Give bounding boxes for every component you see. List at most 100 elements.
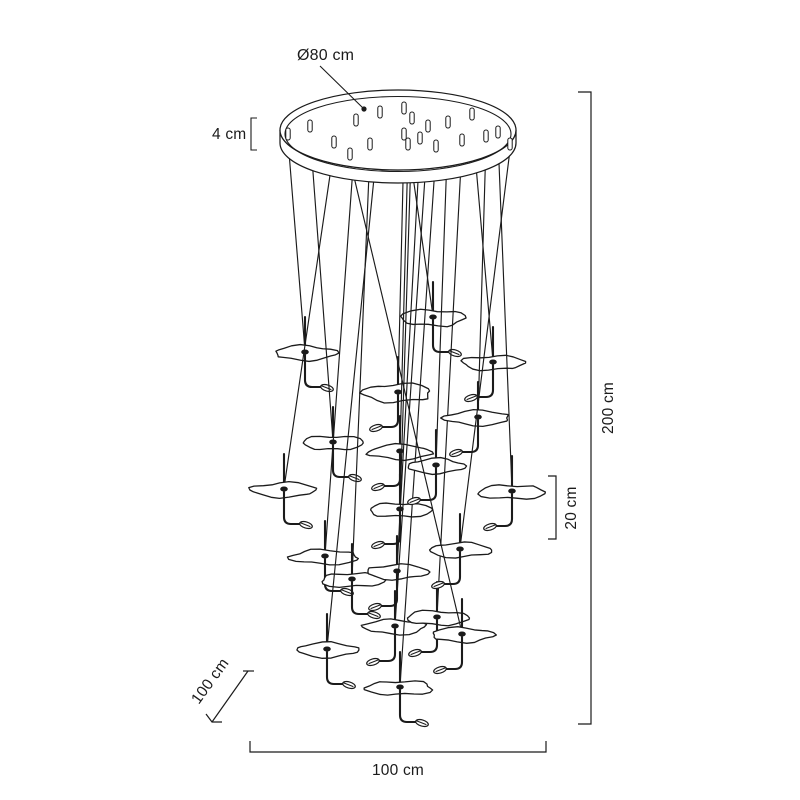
pendant-cable [459,149,511,549]
pendant-hub [348,576,356,582]
spacing-label: 20 cm [563,486,580,529]
pendant-hook-arm [375,627,397,663]
pendant-hub [429,314,437,320]
width-label: 100 cm [372,762,424,779]
width-bracket [249,741,547,753]
cable-connector [367,137,373,151]
pendant-bud-crease [300,522,311,527]
diameter-leader-line [319,65,365,110]
pendant-hub [391,623,399,629]
pendant-16 [460,119,527,403]
pendant-cable [436,145,463,617]
pendant-19 [428,149,511,590]
pendant-17 [440,141,509,458]
pendant-bud-crease [343,682,354,687]
pendant-shade-disc [440,408,509,428]
pendant-cable [399,149,409,451]
pendant-5 [321,149,387,620]
pendant-hook-arm [417,618,439,654]
pendant-4 [286,125,360,597]
pendant-hub [433,614,441,620]
pendant-bud-crease [371,425,382,430]
pendant-group [248,113,547,728]
pendant-hook-arm [378,393,400,429]
pendant-hook-arm [398,688,420,724]
dimension-canopy-thickness: 4 cm [212,117,257,151]
cable-connector [445,115,451,129]
dimension-diameter: Ø80 cm [297,47,367,112]
cable-connector [285,127,291,141]
pendant-cable [351,149,371,579]
cable-connector [409,111,415,125]
ceiling-canopy [279,89,517,184]
pendant-cable [324,125,357,556]
pendant-bud-crease [485,524,496,529]
pendant-bud-crease [433,582,444,587]
diameter-leader-dot [361,106,367,112]
pendant-hub [458,631,466,637]
pendant-hub [456,546,464,552]
cable-connector [353,113,359,127]
pendant-hub [508,488,516,494]
dimension-disc-spacing: 20 cm [548,475,580,540]
spacing-bracket [548,475,557,540]
pendant-15 [406,145,471,658]
pendant-hook-arm [282,490,304,526]
thickness-bracket [250,117,257,151]
pendant-12 [360,131,429,667]
dimension-total-height: 200 cm [578,91,617,725]
cable-connector [507,137,513,151]
pendant-hub [323,646,331,652]
cable-connector [405,137,411,151]
pendant-bud-crease [409,498,420,503]
pendant-hub [280,486,288,492]
canopy-inner-rim [284,95,512,173]
dimension-width: 100 cm [249,741,547,779]
pendant-hook-arm [303,353,325,389]
pendant-hook-arm [442,635,464,671]
pendant-bud-crease [349,475,360,480]
pendant-13 [363,151,437,728]
pendant-cable [349,159,463,634]
pendant-14 [407,127,468,506]
pendant-bud-crease [451,450,462,455]
pendant-bud-crease [370,604,381,609]
pendant-hub [396,684,404,690]
depth-diagonal-line [211,670,249,723]
pendant-cable [399,123,413,509]
pendant-bud-crease [466,395,477,400]
cable-connector [377,105,383,119]
pendant-6 [296,117,381,690]
pendant-bud-crease [435,667,446,672]
pendant-cable [283,147,335,489]
pendant-hub [393,568,401,574]
pendant-3 [248,147,335,530]
cable-connector-group [285,101,513,161]
pendant-cable [497,137,513,491]
pendant-bud-crease [368,659,379,664]
pendant-hub [301,349,309,355]
pendant-hub [474,414,482,420]
pendant-20 [349,159,497,675]
pendant-hook-arm [331,443,353,479]
pendant-hub [321,553,329,559]
pendant-hook-arm [458,418,480,454]
cable-connector [495,125,501,139]
cable-connector [433,139,439,153]
cable-connector [483,129,489,143]
cable-connector [417,131,423,145]
pendant-cable [399,151,437,687]
pendant-bud-crease [373,484,384,489]
pendant-bud-crease [368,612,379,617]
pendant-hook-arm [350,580,372,616]
pendant-1 [275,139,340,393]
cable-connector [401,101,407,115]
pendant-cable [326,117,381,649]
pendant-hook-arm [325,650,347,686]
cable-connector [347,147,353,161]
cable-connector [469,107,475,121]
depth-tick-bottom [205,713,222,723]
pendant-cable [396,143,421,571]
cable-connector [331,135,337,149]
